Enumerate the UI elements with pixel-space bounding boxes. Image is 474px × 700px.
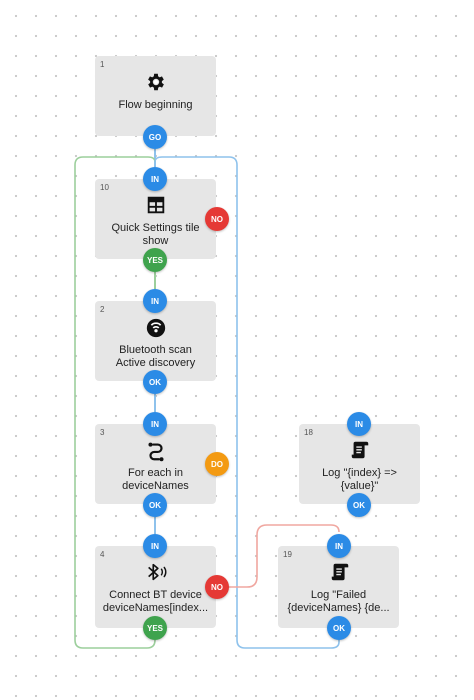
in-port[interactable]: IN	[143, 289, 167, 313]
block-bluetooth-scan[interactable]: 2 Bluetooth scan Active discovery	[95, 301, 216, 381]
block-log-index-value[interactable]: 18 Log "{index} => {value}"	[299, 424, 420, 504]
in-port[interactable]: IN	[347, 412, 371, 436]
block-number: 18	[304, 428, 313, 437]
in-port[interactable]: IN	[143, 534, 167, 558]
block-quick-settings-tile[interactable]: 10 Quick Settings tile show	[95, 179, 216, 259]
wire-no-to-log-failed	[228, 524, 340, 588]
block-label: Connect BT device deviceNames[index...	[102, 589, 209, 614]
go-port[interactable]: GO	[143, 125, 167, 149]
do-port[interactable]: DO	[205, 452, 229, 476]
block-number: 1	[100, 60, 105, 69]
block-number: 10	[100, 183, 109, 192]
block-label: Bluetooth scan Active discovery	[115, 344, 196, 369]
wire-ok-loop-back	[154, 156, 340, 649]
in-port[interactable]: IN	[143, 167, 167, 191]
ok-port[interactable]: OK	[143, 493, 167, 517]
block-label: Flow beginning	[118, 99, 193, 111]
log-icon	[348, 438, 372, 462]
loop-icon	[144, 439, 168, 463]
block-number: 3	[100, 428, 105, 437]
no-port[interactable]: NO	[205, 575, 229, 599]
bluetooth-connect-icon	[143, 560, 169, 584]
ok-port[interactable]: OK	[327, 616, 351, 640]
block-connect-bt-device[interactable]: 4 Connect BT device deviceNames[index...	[95, 546, 216, 628]
gear-icon	[144, 70, 168, 94]
ok-port[interactable]: OK	[347, 493, 371, 517]
block-log-failed[interactable]: 19 Log "Failed {deviceNames} {de...	[278, 546, 399, 628]
block-number: 2	[100, 305, 105, 314]
log-icon	[328, 560, 352, 584]
yes-port[interactable]: YES	[143, 616, 167, 640]
block-number: 4	[100, 550, 105, 559]
bluetooth-scan-icon	[144, 316, 168, 340]
block-label: Log "{index} => {value}"	[322, 467, 397, 492]
no-port[interactable]: NO	[205, 207, 229, 231]
block-number: 19	[283, 550, 292, 559]
block-for-each[interactable]: 3 For each in deviceNames	[95, 424, 216, 504]
block-label: Quick Settings tile show	[111, 222, 200, 247]
wire-yes-loop-back	[74, 156, 156, 649]
quick-settings-icon	[144, 193, 168, 217]
in-port[interactable]: IN	[143, 412, 167, 436]
block-label: For each in deviceNames	[122, 467, 189, 492]
block-label: Log "Failed {deviceNames} {de...	[287, 589, 390, 614]
in-port[interactable]: IN	[327, 534, 351, 558]
ok-port[interactable]: OK	[143, 370, 167, 394]
block-flow-beginning[interactable]: 1 Flow beginning	[95, 56, 216, 136]
yes-port[interactable]: YES	[143, 248, 167, 272]
